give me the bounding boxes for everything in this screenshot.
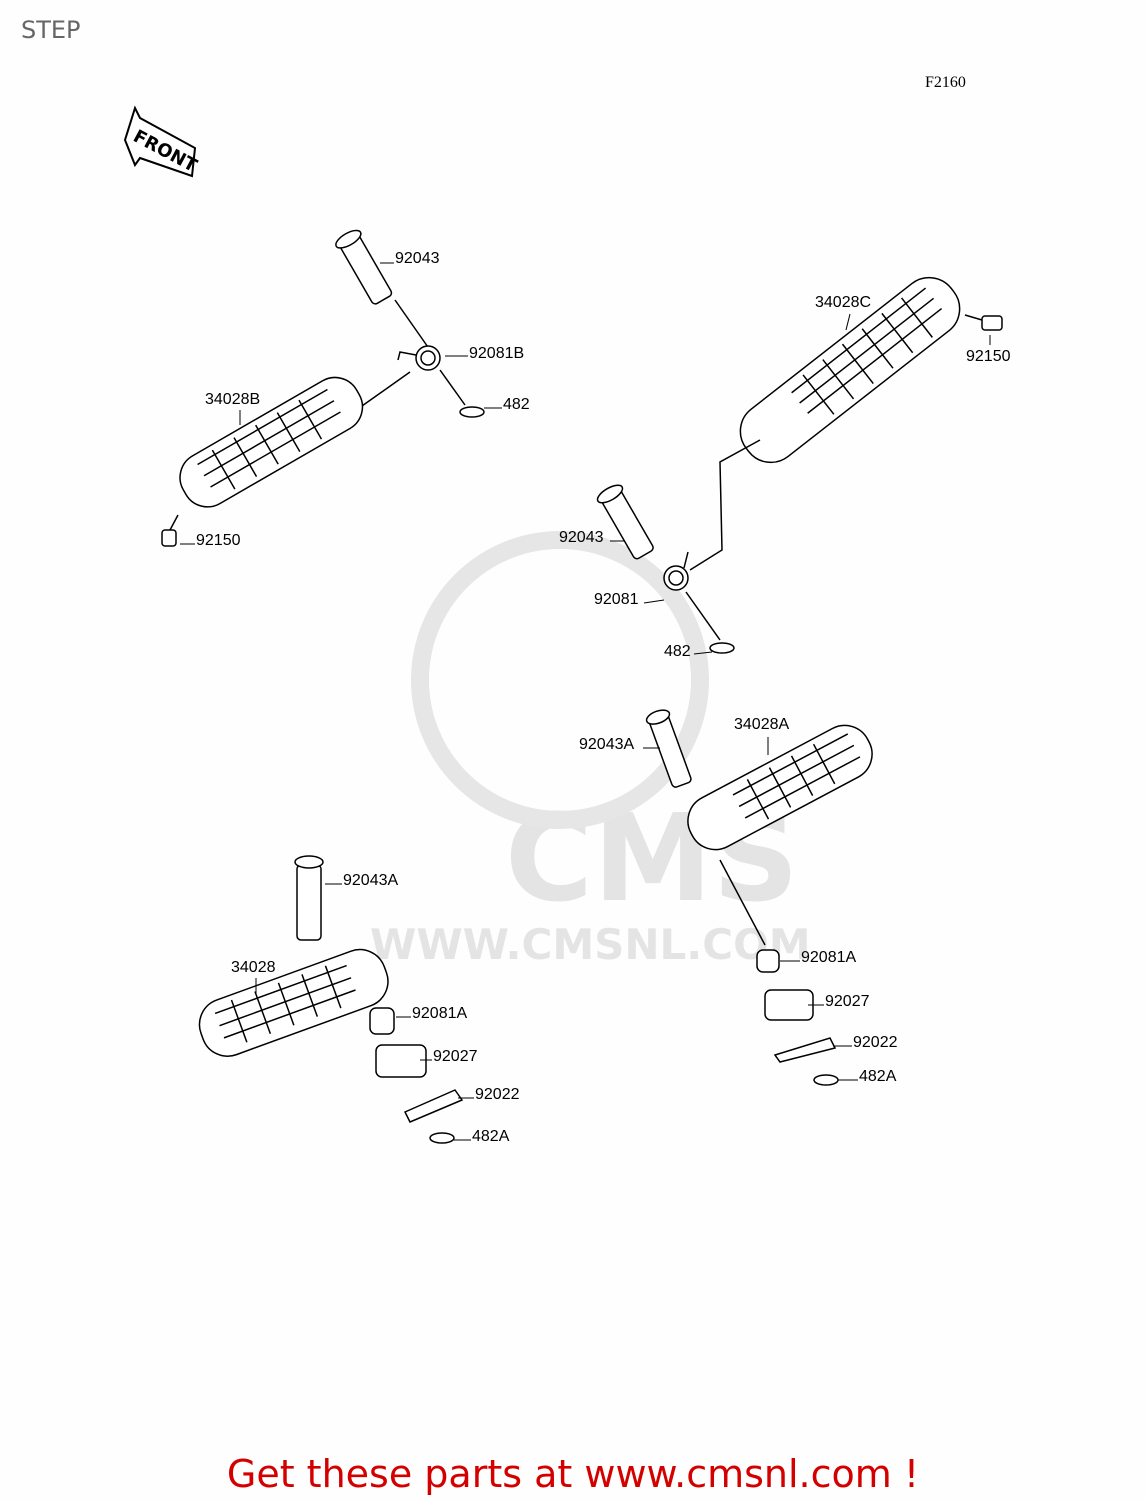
part-label[interactable]: 92022 bbox=[475, 1086, 520, 1103]
part-label[interactable]: 92022 bbox=[853, 1034, 898, 1051]
part-label[interactable]: 92043 bbox=[559, 529, 604, 546]
part-label[interactable]: 34028C bbox=[815, 294, 872, 311]
collar-92027-left bbox=[375, 1044, 427, 1078]
plate-92022-left bbox=[403, 1089, 464, 1123]
part-label[interactable]: 34028 bbox=[231, 959, 276, 976]
watermark-url: WWW.CMSNL.COM bbox=[370, 920, 811, 969]
pin-92043a-left bbox=[294, 855, 324, 941]
footer-link[interactable]: Get these parts at www.cmsnl.com ! bbox=[226, 1452, 920, 1496]
part-label[interactable]: 92081A bbox=[412, 1005, 468, 1022]
clip-482-mid bbox=[709, 642, 735, 654]
pin-92043 bbox=[335, 229, 393, 305]
part-label[interactable]: 92081A bbox=[801, 949, 857, 966]
clip-482a-right bbox=[813, 1074, 839, 1086]
footpeg-34028c bbox=[739, 276, 961, 464]
part-label[interactable]: 482 bbox=[503, 396, 530, 413]
bolt-92150 bbox=[161, 514, 179, 547]
bolt-92150-right bbox=[964, 314, 1003, 331]
pin-92043-mid bbox=[596, 484, 654, 560]
part-label[interactable]: 92027 bbox=[825, 993, 870, 1010]
front-arrow-icon: FRONT bbox=[123, 105, 201, 178]
part-label[interactable]: 92043A bbox=[579, 736, 635, 753]
leader-lines bbox=[180, 262, 991, 1141]
part-label[interactable]: 34028A bbox=[734, 716, 790, 733]
plate-92022-right bbox=[773, 1037, 837, 1063]
part-label[interactable]: 92043A bbox=[343, 872, 399, 889]
part-label[interactable]: 92043 bbox=[395, 250, 440, 267]
clip-482a-left bbox=[429, 1132, 455, 1144]
part-label[interactable]: 92081 bbox=[594, 591, 639, 608]
pin-92043a-right bbox=[645, 709, 692, 788]
collar-92027-right bbox=[764, 989, 814, 1021]
footpeg-34028a bbox=[687, 724, 873, 851]
spring-92081 bbox=[663, 551, 689, 591]
part-label[interactable]: 482A bbox=[472, 1128, 510, 1145]
part-label[interactable]: 482A bbox=[859, 1068, 897, 1085]
part-label[interactable]: 482 bbox=[664, 643, 691, 660]
footpeg-34028 bbox=[198, 948, 389, 1057]
part-label[interactable]: 92150 bbox=[966, 348, 1011, 365]
part-label[interactable]: 34028B bbox=[205, 391, 261, 408]
part-label[interactable]: 92150 bbox=[196, 532, 241, 549]
clip-482 bbox=[459, 406, 485, 418]
spring-92081a-left bbox=[369, 1007, 395, 1035]
page-title: STEP bbox=[21, 16, 81, 44]
part-label[interactable]: 92027 bbox=[433, 1048, 478, 1065]
spring-92081b bbox=[397, 345, 441, 371]
watermark-mascot-icon bbox=[411, 531, 709, 829]
footpeg-34028b bbox=[179, 376, 364, 508]
part-label[interactable]: 92081B bbox=[469, 345, 525, 362]
spring-92081a-right bbox=[756, 949, 780, 973]
diagram-code: F2160 bbox=[925, 74, 966, 91]
